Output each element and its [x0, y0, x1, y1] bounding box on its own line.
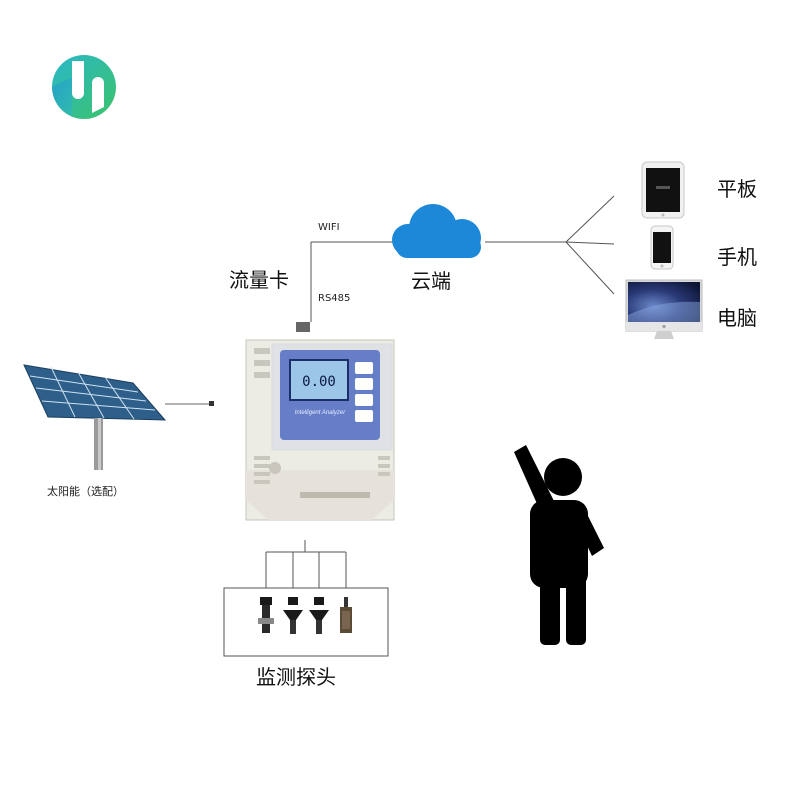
phone-label: 手机 [717, 245, 757, 269]
solar-label: 太阳能（选配） [47, 485, 124, 498]
probe-label: 监测探头 [256, 665, 336, 689]
wifi-label: WIFI [318, 222, 340, 233]
link-computer [565, 241, 615, 295]
tablet-label: 平板 [717, 177, 757, 201]
probe-box [223, 587, 389, 657]
rs485-label: RS485 [318, 293, 351, 304]
computer-label: 电脑 [717, 306, 757, 330]
sim-card-label: 流量卡 [229, 268, 289, 292]
link-tablet [565, 195, 615, 243]
cloud-label: 云端 [411, 269, 451, 293]
link-phone [565, 241, 615, 245]
